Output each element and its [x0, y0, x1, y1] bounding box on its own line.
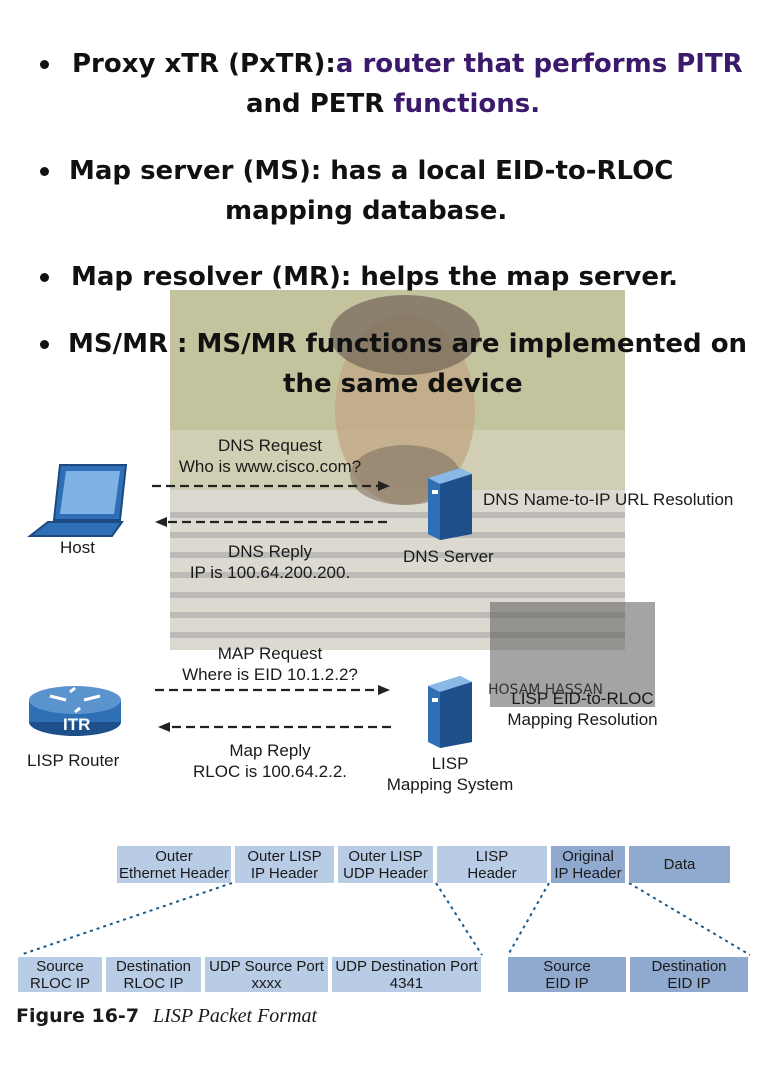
bullet-3-line1: Map resolver (MR): helps the map server.: [71, 262, 678, 292]
background-photo: [170, 290, 625, 650]
host-label: Host: [60, 538, 95, 557]
mapping-resolution-text: Mapping Resolution: [507, 710, 658, 729]
dns-reply-text: IP is 100.64.200.200.: [189, 563, 351, 582]
map-reply-label: Map Reply RLOC is 100.64.2.2.: [180, 740, 360, 782]
dns-server-icon: [428, 468, 472, 540]
figure-number: Figure 16-7: [16, 1005, 140, 1027]
bullet-dot: [40, 167, 49, 176]
bullet-1-line2-a: and PETR: [246, 89, 385, 119]
dns-reply-title: DNS Reply: [227, 542, 313, 561]
bullet-4-line1: MS/MR : MS/MR functions are implemented …: [68, 329, 748, 359]
bullet-dot: [40, 60, 49, 69]
packet-box-data: Data: [629, 846, 730, 883]
figure-caption: Figure 16-7 LISP Packet Format: [16, 1005, 317, 1028]
bullet-4-line2: the same device: [283, 369, 523, 399]
laptop-icon: [27, 464, 128, 537]
dns-server-label: DNS Server: [403, 547, 494, 566]
bullet-2-line2: mapping database.: [225, 196, 508, 226]
bullet-2-line1: Map server (MS): has a local EID-to-RLOC: [69, 156, 674, 186]
watermark-text: HOSAM HASSAN: [488, 682, 603, 698]
dns-reply-label: DNS Reply IP is 100.64.200.200.: [180, 541, 360, 583]
dns-request-title: DNS Request: [218, 436, 322, 455]
lisp-router-label: LISP Router: [27, 751, 120, 770]
bullet-1-line2: and PETR functions.: [246, 84, 540, 124]
router-icon: [29, 686, 121, 736]
bullet-1-rest: a router that performs PITR: [335, 49, 743, 79]
map-request-label: MAP Request Where is EID 10.1.2.2?: [170, 643, 370, 685]
map-reply-title: Map Reply: [229, 741, 311, 760]
dns-request-label: DNS Request Who is www.cisco.com?: [170, 435, 370, 477]
bullet-1-line2-b: functions.: [384, 89, 541, 119]
figure-title: LISP Packet Format: [153, 1005, 318, 1027]
itr-text: ITR: [63, 715, 91, 734]
map-request-title: MAP Request: [217, 644, 323, 663]
bullet-1-head: Proxy xTR (PxTR):: [72, 49, 336, 79]
mapping-system-title: LISP: [431, 754, 469, 773]
mapping-resolution-label: LISP EID-to-RLOC Mapping Resolution: [490, 688, 675, 730]
bullet-dot: [40, 340, 49, 349]
map-request-text: Where is EID 10.1.2.2?: [182, 665, 358, 684]
dns-request-text: Who is www.cisco.com?: [178, 457, 362, 476]
bullet-1-line1: Proxy xTR (PxTR):a router that performs …: [72, 44, 743, 84]
dns-resolution-label: DNS Name-to-IP URL Resolution: [483, 490, 734, 509]
mapping-resolution-title: LISP EID-to-RLOC: [511, 689, 654, 708]
bullet-dot: [40, 273, 49, 282]
map-reply-text: RLOC is 100.64.2.2.: [192, 762, 348, 781]
watermark-logo: [490, 602, 655, 707]
mapping-system-text: Mapping System: [386, 775, 514, 794]
mapping-system-label: LISP Mapping System: [380, 753, 520, 795]
mapping-system-icon: [428, 676, 472, 748]
